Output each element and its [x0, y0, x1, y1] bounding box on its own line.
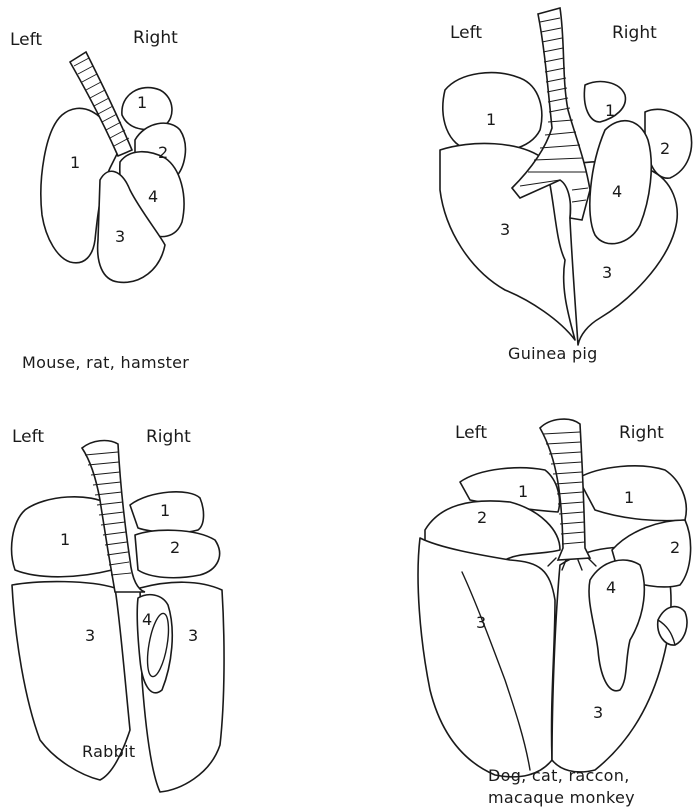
- rabbit-lobe-label: 3: [85, 626, 95, 645]
- mouse-lobe-label: 3: [115, 227, 125, 246]
- mouse-lobe-label: 2: [158, 143, 168, 162]
- guinea-pig-lobe-label: 1: [486, 110, 496, 129]
- dog-left-label: Left: [455, 423, 487, 443]
- rabbit-lobe-label: 3: [188, 626, 198, 645]
- dog-lobe-label: 3: [593, 703, 603, 722]
- mouse-left-label: Left: [10, 30, 42, 50]
- guinea-pig-lobe-label: 3: [500, 220, 510, 239]
- rabbit-left-label: Left: [12, 427, 44, 447]
- guinea-pig-caption: Guinea pig: [508, 344, 598, 363]
- dog-lobe-label: 2: [670, 538, 680, 557]
- guinea-pig-right-label: Right: [612, 23, 657, 43]
- guinea-pig-lobe-label: 2: [660, 139, 670, 158]
- mouse-lobe-label: 1: [70, 153, 80, 172]
- guinea-pig-lobe-label: 4: [612, 182, 622, 201]
- rabbit-lobe-label: 1: [160, 501, 170, 520]
- panel-mouse: Left Right 1 1 2 4 3 Mouse, rat, hamster: [10, 28, 189, 372]
- mouse-right-label: Right: [133, 28, 178, 48]
- dog-right-label: Right: [619, 423, 664, 443]
- mouse-lobe-label: 1: [137, 93, 147, 112]
- dog-lobe-label: 4: [606, 578, 616, 597]
- mouse-caption: Mouse, rat, hamster: [22, 353, 189, 372]
- dog-lobe-label: 3: [476, 613, 486, 632]
- dog-accessory-lobe: [658, 607, 687, 645]
- rabbit-caption: Rabbit: [82, 742, 135, 761]
- panel-dog: Left Right 1 1 2 2 4 3 3 Dog, cat, racco…: [418, 419, 691, 807]
- mouse-lobe-label: 4: [148, 187, 158, 206]
- panel-guinea-pig: Left Right 1 1 2 4 3 3 Guinea pig: [440, 8, 692, 363]
- guinea-pig-lobe-label: 1: [605, 101, 615, 120]
- dog-caption-line-2: macaque monkey: [488, 788, 635, 807]
- rabbit-right-label: Right: [146, 427, 191, 447]
- panel-rabbit: Left Right 1 1 2 4 3 3 Rabbit: [12, 427, 224, 792]
- dog-lobe-label: 1: [518, 482, 528, 501]
- rabbit-lobe-label: 1: [60, 530, 70, 549]
- dog-lobe-label: 1: [624, 488, 634, 507]
- dog-lobe-label: 2: [477, 508, 487, 527]
- dog-caption-line-1: Dog, cat, raccon,: [488, 766, 630, 785]
- rabbit-lobe-label: 4: [142, 610, 152, 629]
- guinea-pig-lobe-label: 3: [602, 263, 612, 282]
- rabbit-lobe-label: 2: [170, 538, 180, 557]
- dog-left-lobe-3: [418, 538, 555, 777]
- guinea-pig-left-label: Left: [450, 23, 482, 43]
